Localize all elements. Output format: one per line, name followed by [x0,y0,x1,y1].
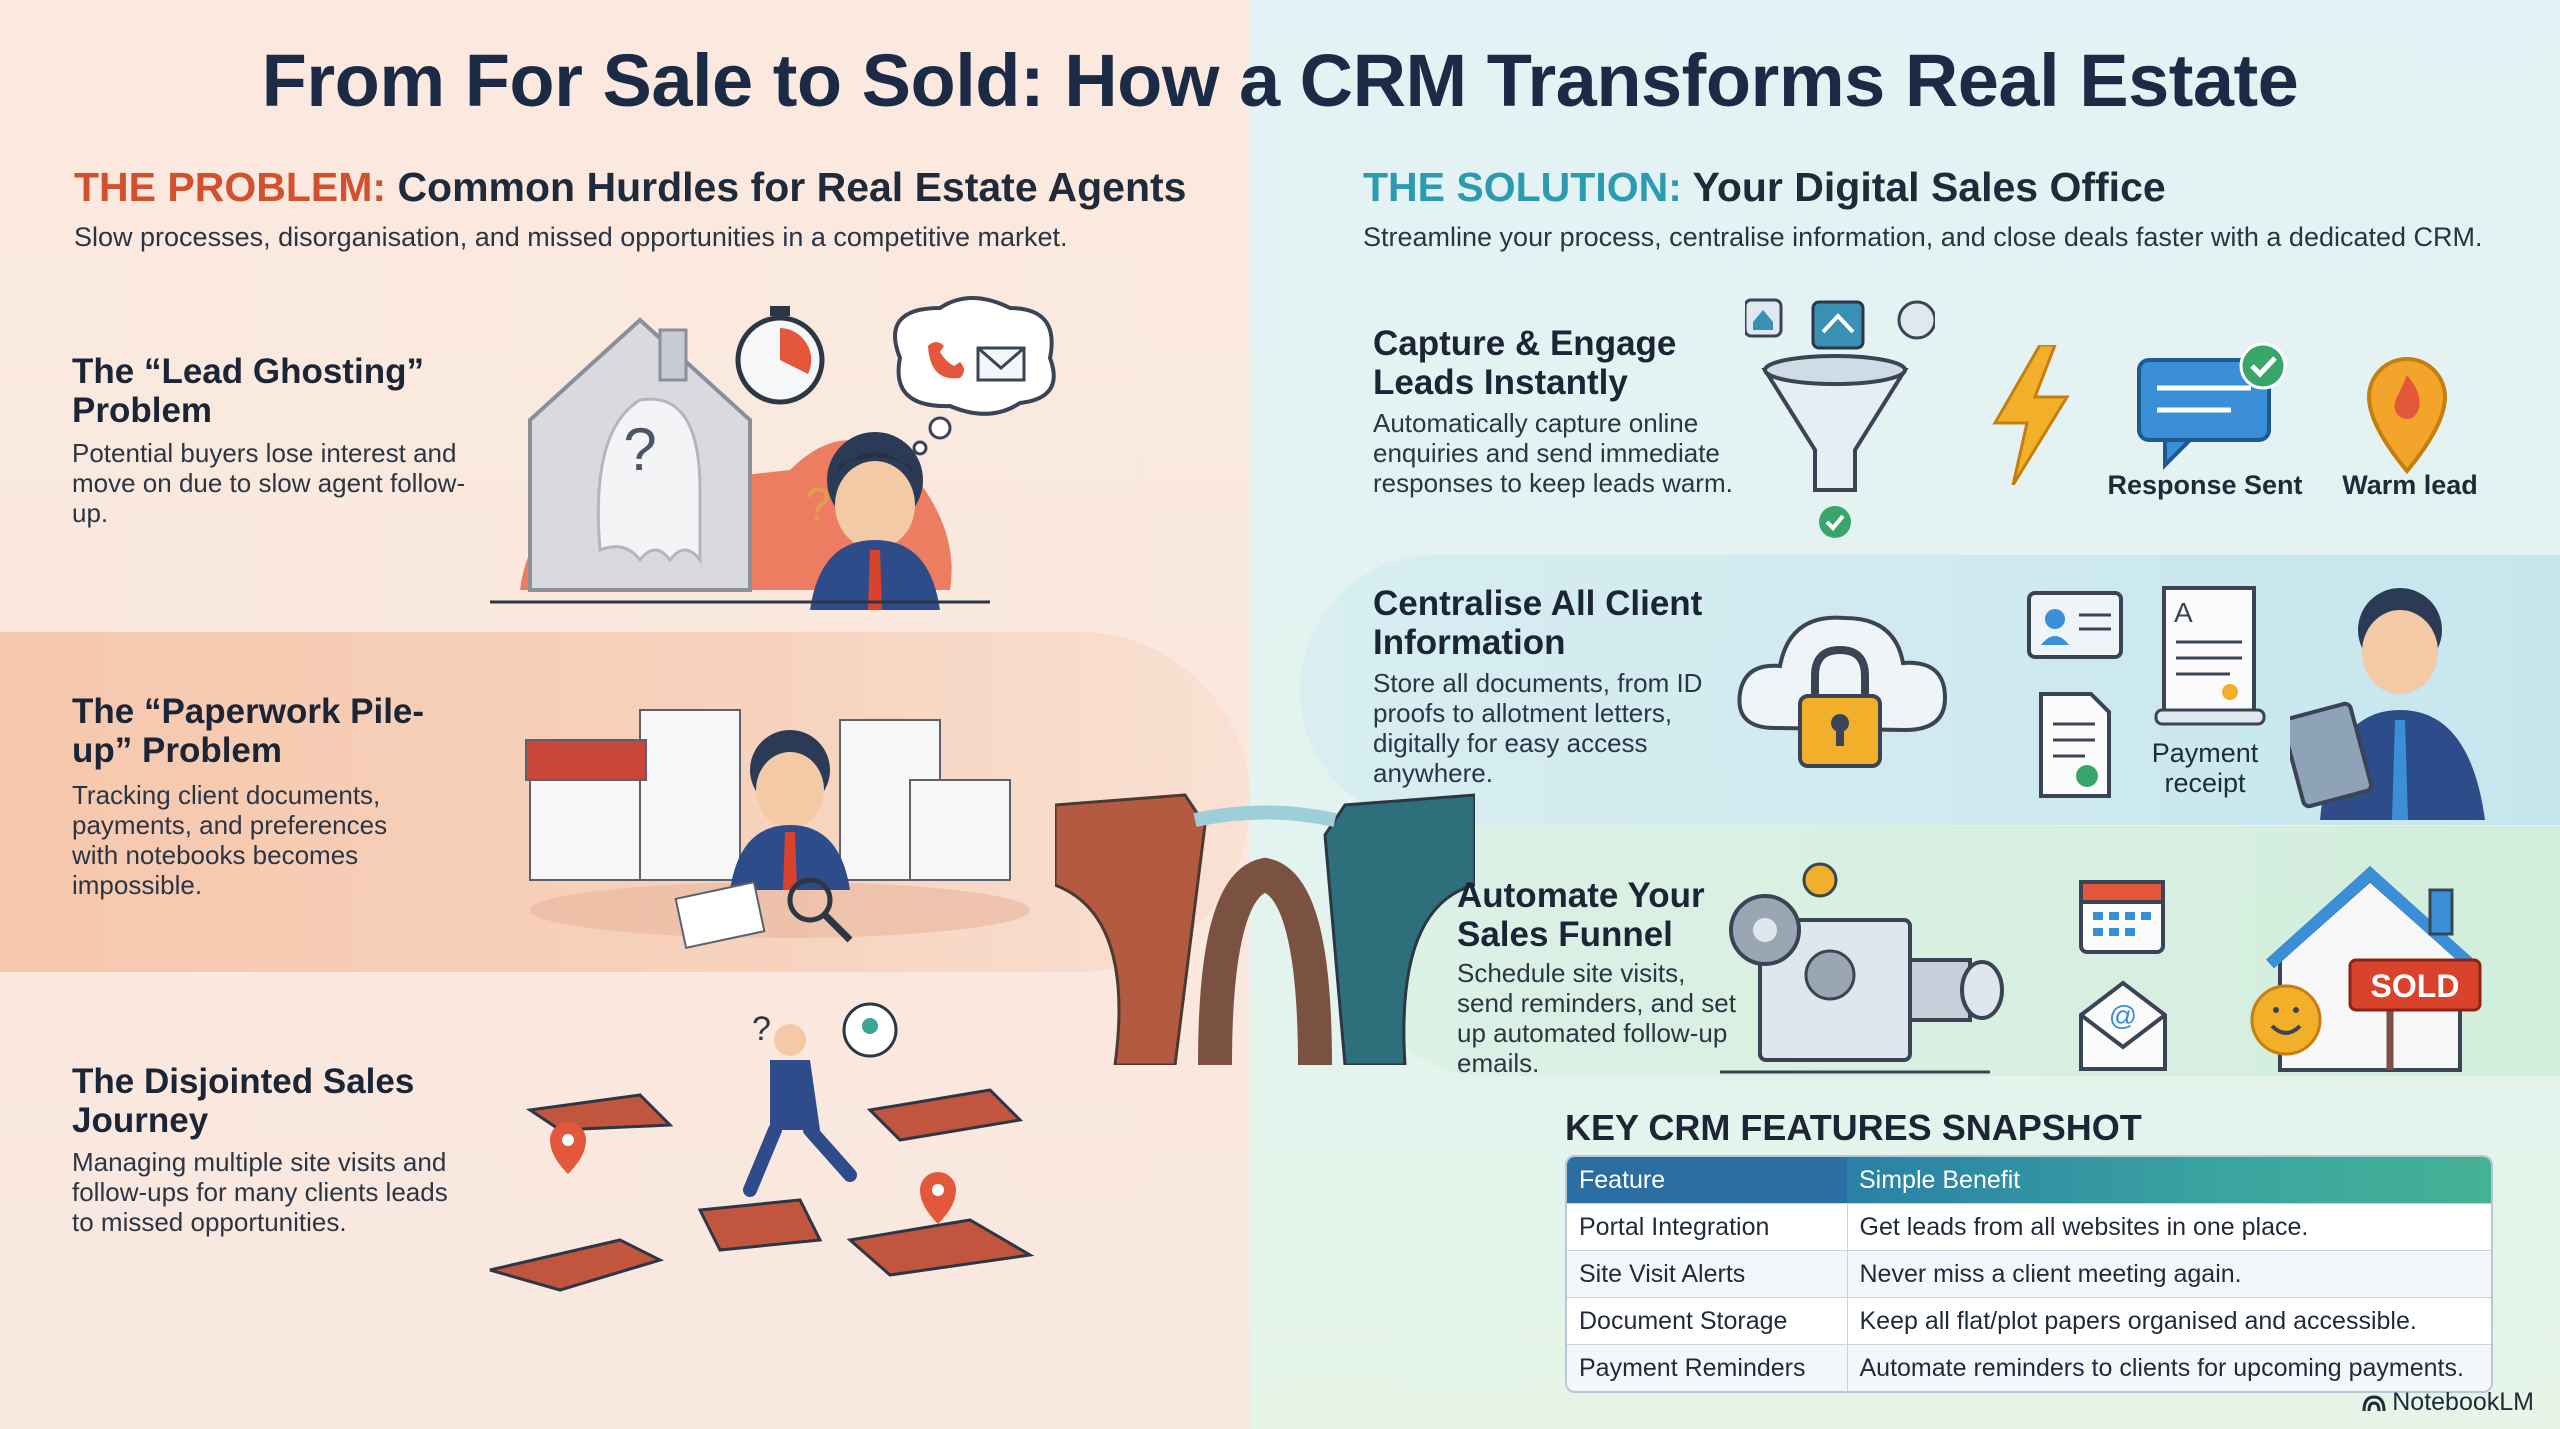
problem-heading-text: Common Hurdles for Real Estate Agents [397,164,1187,210]
id-card-icon [2027,591,2123,659]
table-header-benefit: Simple Benefit [1847,1157,2491,1204]
table-cell-benefit: Get leads from all websites in one place… [1847,1203,2491,1251]
table-cell-benefit: Keep all flat/plot papers organised and … [1847,1297,2491,1345]
paperwork-pile-illustration [525,709,1030,949]
receipt-scroll-icon: A [2154,586,2266,726]
solution-heading: THE SOLUTION: Your Digital Sales Office [1363,164,2166,211]
svg-text:A: A [2174,597,2193,628]
lead-ghosting-text: Potential buyers lose interest and move … [72,438,466,528]
capture-leads-title: Capture & Engage Leads Instantly [1373,324,1677,402]
features-title: KEY CRM FEATURES SNAPSHOT [1565,1107,2142,1148]
table-header-feature: Feature [1567,1157,1847,1204]
svg-text:?: ? [805,478,831,530]
sold-house-illustration: SOLD [2250,865,2482,1072]
notebooklm-logo-icon [2362,1394,2386,1411]
features-table: Feature Simple Benefit Portal Integratio… [1567,1157,2491,1391]
warm-lead-label: Warm lead [2342,470,2478,500]
automation-machine-illustration [1720,862,2004,1074]
solution-heading-text: Your Digital Sales Office [1692,164,2166,210]
table-cell-feature: Portal Integration [1567,1203,1848,1251]
table-row: Document Storage Keep all flat/plot pape… [1567,1297,2491,1345]
table-cell-benefit: Automate reminders to clients for upcomi… [1847,1344,2491,1391]
sold-sign-text: SOLD [2371,968,2460,1004]
svg-text:?: ? [752,1010,771,1048]
chat-bubble-icon [2137,342,2287,470]
document-check-icon [2039,692,2111,798]
paperwork-text: Tracking client documents, payments, and… [72,780,388,900]
table-cell-feature: Site Visit Alerts [1567,1250,1848,1298]
table-cell-benefit: Never miss a client meeting again. [1847,1250,2491,1298]
payment-receipt-label: Payment receipt [2151,738,2259,798]
response-sent-label: Response Sent [2107,470,2303,500]
thought-bubble-illustration [893,296,1056,456]
table-row: Site Visit Alerts Never miss a client me… [1567,1250,2491,1298]
funnel-icon [1745,298,1935,538]
table-cell-feature: Document Storage [1567,1297,1848,1345]
page-title: From For Sale to Sold: How a CRM Transfo… [261,39,2299,122]
svg-text:@: @ [2109,1000,2137,1031]
table-header-row: Feature Simple Benefit [1567,1157,2491,1204]
centralise-title: Centralise All Client Information [1373,584,1703,662]
table-row: Payment Reminders Automate reminders to … [1567,1344,2491,1391]
capture-leads-text: Automatically capture online enquiries a… [1373,408,1733,498]
solution-tag: THE SOLUTION: [1363,164,1682,210]
problem-tag: THE PROBLEM: [74,164,387,210]
warm-lead-pin-icon [2366,356,2448,475]
automate-text: Schedule site visits, send reminders, an… [1457,958,1736,1078]
disjointed-title: The Disjointed Sales Journey [72,1062,415,1140]
centralise-text: Store all documents, from ID proofs to a… [1373,668,1703,788]
lightning-icon [1992,345,2070,485]
email-icon: @ [2079,980,2167,1071]
calendar-icon [2079,880,2165,954]
problem-subtitle: Slow processes, disorganisation, and mis… [74,222,1068,252]
paperwork-title: The “Paperwork Pile-up” Problem [72,692,425,770]
disjointed-journey-illustration: ? [489,1002,1035,1292]
problem-heading: THE PROBLEM: Common Hurdles for Real Est… [74,164,1186,211]
table-cell-feature: Payment Reminders [1567,1344,1848,1391]
notebooklm-brand: NotebookLM [2362,1388,2534,1417]
lead-ghosting-title: The “Lead Ghosting” Problem [72,352,424,430]
cloud-lock-icon [1737,615,1948,768]
bridge-illustration [1055,793,1475,1065]
automate-title: Automate Your Sales Funnel [1457,876,1705,954]
table-row: Portal Integration Get leads from all we… [1567,1203,2491,1251]
svg-text:?: ? [623,416,656,483]
ghost-house-illustration: ? ? [490,306,990,610]
brand-name: NotebookLM [2392,1388,2534,1416]
disjointed-text: Managing multiple site visits and follow… [72,1147,448,1237]
agent-with-tablet-illustration [2290,588,2485,820]
solution-subtitle: Streamline your process, centralise info… [1363,222,2483,252]
